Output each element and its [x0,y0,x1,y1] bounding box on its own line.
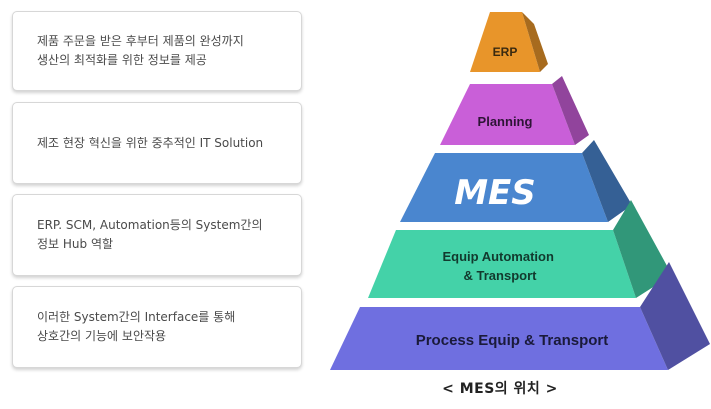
pyramid-level-planning-label: Planning [478,114,533,129]
pyramid-level-process-equip: Process Equip & Transport [330,262,710,370]
diagram-caption: < MES의 위치 > [442,381,558,397]
card-3-text: ERP. SCM, Automation등의 System간의 정보 Hub 역… [37,218,263,251]
card-2: 제조 현장 혁신을 위한 중추적인 IT Solution [12,102,302,184]
card-3: ERP. SCM, Automation등의 System간의 정보 Hub 역… [12,194,302,276]
pyramid-level-equip-automation-label: Equip Automation & Transport [442,249,557,283]
pyramid-level-planning: Planning [440,76,589,145]
pyramid-level-erp-label: ERP [493,45,518,59]
card-2-text: 제조 현장 혁신을 위한 중추적인 IT Solution [37,135,264,150]
pyramid-level-erp: ERP [470,12,548,72]
pyramid-level-equip-automation: Equip Automation & Transport [368,200,672,298]
card-4: 이러한 System간의 Interface를 통해 상호간의 기능에 보안작용 [12,286,302,368]
pyramid-level-process-equip-label: Process Equip & Transport [416,332,609,349]
card-1-text: 제품 주문을 받은 후부터 제품의 완성까지 생산의 최적화를 위한 정보를 제… [37,34,244,67]
card-1: 제품 주문을 받은 후부터 제품의 완성까지 생산의 최적화를 위한 정보를 제… [12,11,302,91]
pyramid-level-mes: MES [400,140,632,222]
pyramid-level-mes-label: MES [454,173,536,213]
card-4-text: 이러한 System간의 Interface를 통해 상호간의 기능에 보안작용 [37,310,236,343]
